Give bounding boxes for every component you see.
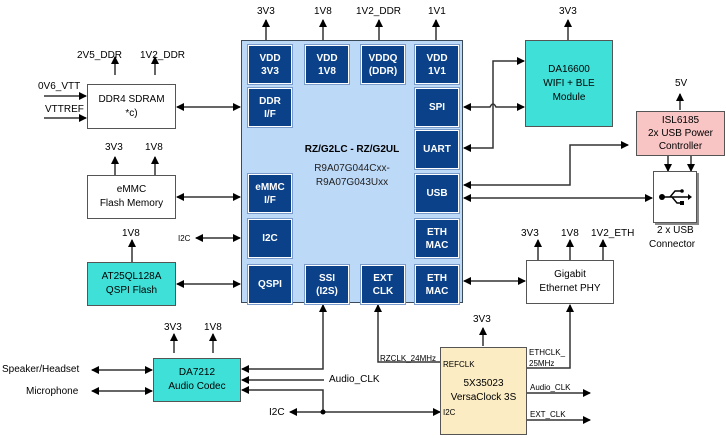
soc-title: RZ/G2LC - RZ/G2UL [304,144,400,155]
usb-icon [659,189,692,205]
speaker-label: Speaker/Headset [2,364,80,375]
soc-rail-1v2-ddr: 1V2_DDR [356,6,402,17]
phy-rail-1v2-eth: 1V2_ETH [591,228,635,239]
extclk-out-label: EXT_CLK [530,410,566,419]
ddr4-sdram: DDR4 SDRAM*c) [87,84,176,129]
soc-rail-3v3: 3V3 [257,6,275,17]
ssi-bus [241,304,327,373]
block-spi: SPI [414,87,460,128]
vtt-label: 0V6_VTT [38,81,81,92]
wifi-rail: 3V3 [559,6,577,17]
phy-rail-3v3: 3V3 [521,228,539,239]
ddr-rail-1v2: 1V2_DDR [140,50,186,61]
spi-bus [463,103,525,111]
usbpwr-rail: 5V [675,78,688,89]
usb-connector-label-1: 2 x USB [657,225,694,236]
usb-connector-label-2: Connector [649,239,696,250]
block-vddq: VDDQ(DDR) [360,44,406,85]
emmc-rail-1v8: 1V8 [145,142,163,153]
codec-rail-1v8: 1V8 [204,322,222,333]
clk-rail: 3V3 [473,314,491,325]
qspi-rail: 1V8 [122,228,140,239]
i2c-junction [320,409,326,415]
block-i2c: I2C [247,218,293,259]
ethclk-label-2: 25MHz [529,359,555,368]
vttref-label: VTTREF [45,104,84,115]
block-qspi: QSPI [247,264,293,305]
soc-part-1: R9A07G044Cxx- [314,163,390,174]
usb-ctrl-bus [463,141,629,189]
usb-connector [653,171,697,223]
soc-rail-1v1: 1V1 [428,6,446,17]
microphone-label: Microphone [26,386,79,397]
audioclk-out-label: Audio_CLK [530,383,571,392]
block-uart: UART [414,129,460,170]
refclk-pin-label: REFCLK [443,360,475,369]
phy-rail-1v8: 1V8 [561,228,579,239]
clk-i2c-pin-label: I2C [443,408,456,417]
block-ssi: SSI(I2S) [304,264,350,305]
codec-i2c-label: I2C [269,407,285,418]
emmc-rail-3v3: 3V3 [105,142,123,153]
codec-i2c [241,386,324,412]
rzclk-label: RZCLK_24MHz [380,354,437,363]
audio-clk-label: Audio_CLK [329,374,380,385]
ethclk-line [527,304,574,369]
ethclk-label-1: ETHCLK_ [529,348,566,357]
ddr-rail-2v5: 2V5_DDR [77,50,123,61]
soc-part-2: R9A07G043Uxx [315,177,389,188]
rzclk-line [374,304,440,363]
codec-rail-3v3: 3V3 [164,322,182,333]
soc-rail-1v8: 1V8 [314,6,332,17]
block-usb: USB [414,173,460,214]
i2c-label: I2C [178,234,191,243]
